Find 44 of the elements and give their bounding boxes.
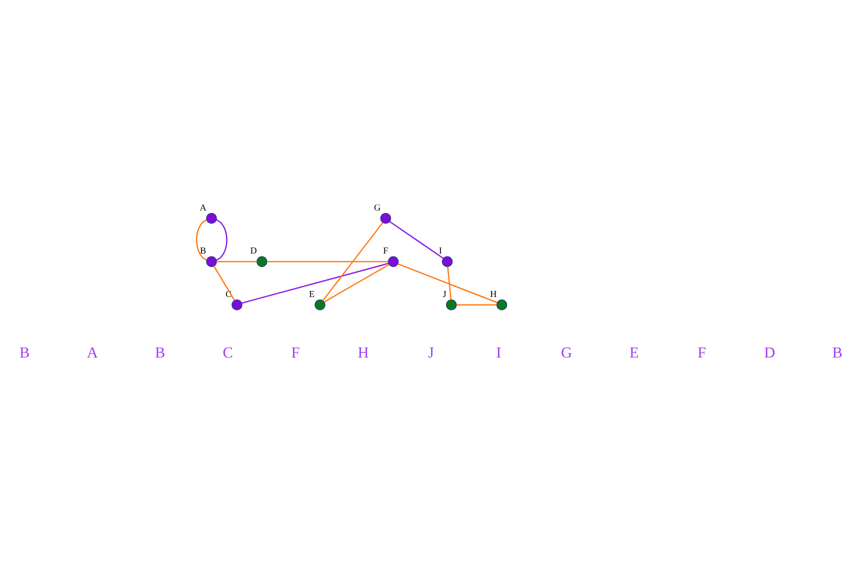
node-label: B: [200, 245, 206, 256]
connector: [322, 222, 384, 301]
label: B: [832, 344, 842, 361]
connector: [242, 262, 389, 304]
connector: [447, 266, 452, 300]
connector: [196, 218, 207, 260]
node-circle: [496, 299, 508, 310]
label: G: [560, 344, 572, 361]
node-label: H: [490, 288, 497, 298]
label: E: [630, 344, 639, 361]
node-circle: [388, 256, 399, 266]
label: I: [496, 344, 502, 361]
node-label: A: [200, 202, 206, 212]
connector: [324, 264, 390, 302]
node-circle: [232, 299, 242, 310]
label: J: [428, 344, 434, 361]
connector: [398, 262, 498, 303]
label: H: [358, 344, 369, 361]
label: C: [222, 344, 233, 361]
label: A: [86, 344, 98, 361]
label: B: [154, 344, 166, 361]
node-label: D: [250, 245, 257, 256]
node-circle: [380, 212, 392, 224]
node-circle: [206, 212, 217, 224]
connector: [216, 218, 228, 260]
label: F: [291, 344, 300, 361]
node-label: G: [374, 202, 381, 212]
label: B: [20, 344, 30, 361]
connector: [456, 304, 497, 306]
node-circle: [442, 256, 453, 266]
connector: [389, 220, 444, 258]
node-label: E: [309, 288, 315, 298]
node-label: J: [442, 288, 446, 298]
node-circle: [256, 256, 268, 266]
connector: [216, 260, 257, 262]
node-circle: [206, 256, 217, 266]
connector: [213, 265, 235, 300]
label: F: [698, 344, 706, 361]
node-circle: [446, 299, 457, 310]
node-label: F: [383, 245, 388, 256]
node-label: I: [438, 245, 442, 256]
node-circle: [314, 299, 326, 310]
connector: [267, 260, 388, 262]
label: D: [764, 344, 776, 361]
